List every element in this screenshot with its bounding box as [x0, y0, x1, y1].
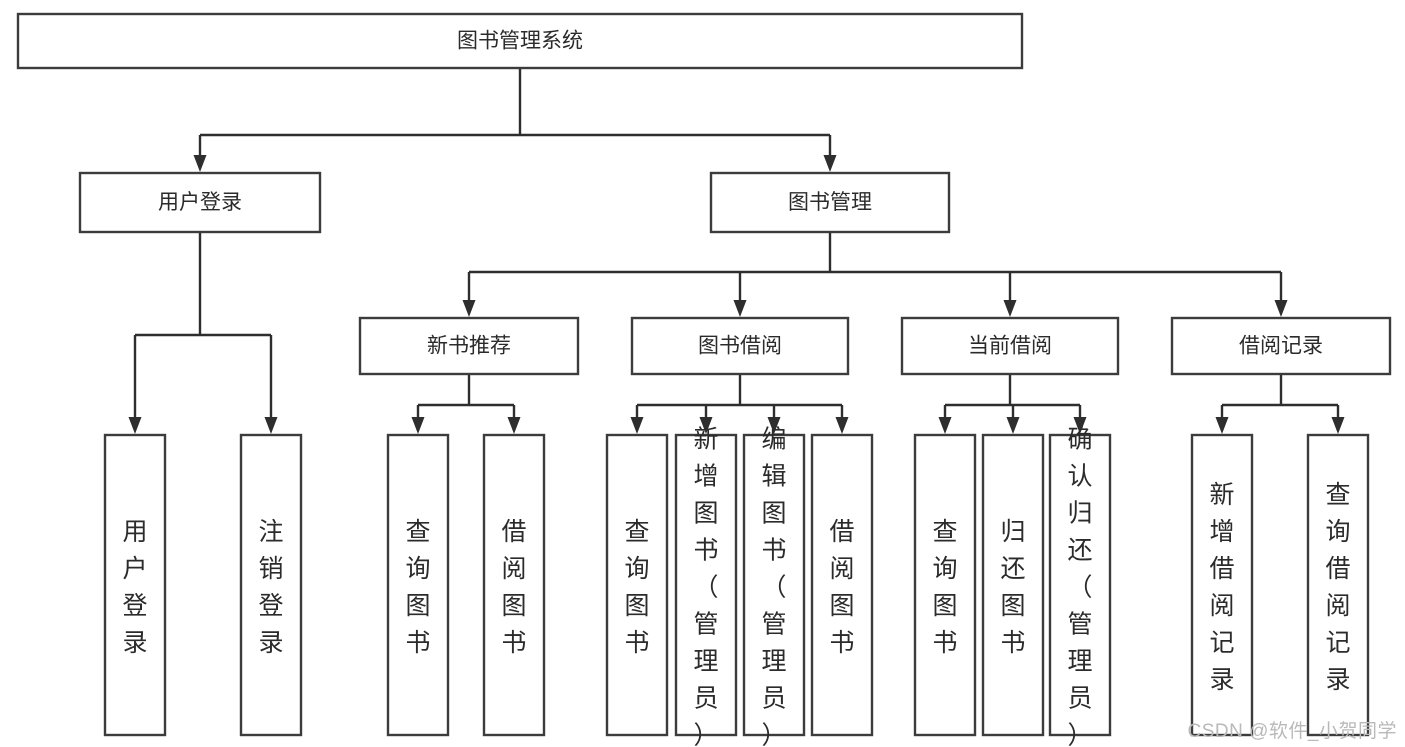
arrow-head-icon — [1073, 417, 1087, 434]
node-label-leaf-edit-book: 编辑图书（管理员） — [761, 425, 786, 747]
node-borrow-record[interactable]: 借阅记录 — [1170, 316, 1392, 376]
node-leaf-add-book[interactable]: 新增图书（管理员） — [674, 425, 738, 747]
node-box-book-borrow[interactable] — [630, 316, 850, 376]
node-current-borrow[interactable]: 当前借阅 — [900, 316, 1120, 376]
node-leaf-return-book[interactable]: 归还图书 — [981, 433, 1045, 737]
node-leaf-borrow-book[interactable]: 借阅图书 — [810, 433, 874, 737]
node-box-borrow-record[interactable] — [1170, 316, 1392, 376]
arrow-head-icon — [835, 417, 849, 434]
node-box-leaf-query-book-current[interactable] — [913, 433, 977, 737]
node-user-login[interactable]: 用户登录 — [78, 171, 322, 234]
arrow-head-icon — [630, 417, 644, 434]
node-leaf-query-book-recommend[interactable]: 查询图书 — [386, 433, 450, 737]
node-leaf-borrow-book-recommend[interactable]: 借阅图书 — [482, 433, 546, 737]
node-label-leaf-borrow-book-recommend: 借阅图书 — [501, 518, 526, 657]
arrow-head-icon — [264, 417, 278, 434]
node-box-current-borrow[interactable] — [900, 316, 1120, 376]
node-box-leaf-confirm-return[interactable] — [1048, 433, 1112, 737]
node-label-leaf-user-login: 用户登录 — [122, 518, 147, 657]
arrow-head-icon — [1006, 417, 1020, 434]
node-leaf-user-login[interactable]: 用户登录 — [103, 433, 167, 737]
connector-group-root — [193, 68, 837, 172]
connector-group-user-login — [128, 232, 278, 434]
node-label-leaf-confirm-return: 确认归还（管理员） — [1067, 425, 1092, 747]
node-label-leaf-add-book: 新增图书（管理员） — [693, 425, 718, 747]
node-label-leaf-query-book-borrow: 查询图书 — [624, 518, 649, 657]
node-box-leaf-borrow-book[interactable] — [810, 433, 874, 737]
node-label-leaf-return-book: 归还图书 — [1000, 518, 1025, 657]
node-label-book-borrow: 图书借阅 — [698, 335, 782, 358]
arrow-head-icon — [462, 300, 476, 317]
node-box-user-login[interactable] — [78, 171, 322, 234]
node-label-current-borrow: 当前借阅 — [968, 335, 1052, 358]
arrow-head-icon — [938, 417, 952, 434]
node-box-leaf-query-book-borrow[interactable] — [605, 433, 669, 737]
node-label-root: 图书管理系统 — [457, 30, 583, 53]
connector-group-new-book-recommend — [411, 374, 521, 434]
node-label-leaf-borrow-book: 借阅图书 — [829, 518, 854, 657]
node-box-leaf-add-book[interactable] — [674, 433, 738, 737]
arrow-head-icon — [193, 155, 207, 172]
node-box-leaf-query-borrow-record[interactable] — [1306, 433, 1370, 737]
node-label-leaf-add-borrow-record: 新增借阅记录 — [1209, 481, 1234, 694]
connector-group-book-borrow — [630, 374, 849, 434]
connector-group-current-borrow — [938, 374, 1087, 434]
node-label-book-manage: 图书管理 — [788, 191, 872, 214]
arrow-head-icon — [823, 155, 837, 172]
node-label-borrow-record: 借阅记录 — [1239, 335, 1323, 358]
arrow-head-icon — [1331, 417, 1345, 434]
node-label-new-book-recommend: 新书推荐 — [427, 335, 511, 358]
arrow-head-icon — [1003, 300, 1017, 317]
node-box-leaf-return-book[interactable] — [981, 433, 1045, 737]
connector-layer — [128, 68, 1345, 434]
arrow-head-icon — [1215, 417, 1229, 434]
node-leaf-add-borrow-record[interactable]: 新增借阅记录 — [1190, 433, 1254, 737]
node-label-leaf-query-borrow-record: 查询借阅记录 — [1325, 481, 1350, 694]
node-leaf-confirm-return[interactable]: 确认归还（管理员） — [1048, 425, 1112, 747]
node-new-book-recommend[interactable]: 新书推荐 — [358, 316, 580, 376]
node-leaf-query-book-borrow[interactable]: 查询图书 — [605, 433, 669, 737]
node-layer: 图书管理系统用户登录图书管理新书推荐图书借阅当前借阅借阅记录用户登录注销登录查询… — [16, 12, 1392, 747]
node-root[interactable]: 图书管理系统 — [16, 12, 1024, 70]
node-box-root[interactable] — [16, 12, 1024, 70]
node-box-leaf-query-book-recommend[interactable] — [386, 433, 450, 737]
node-leaf-query-borrow-record[interactable]: 查询借阅记录 — [1306, 433, 1370, 737]
arrow-head-icon — [767, 417, 781, 434]
node-box-leaf-add-borrow-record[interactable] — [1190, 433, 1254, 737]
node-box-leaf-borrow-book-recommend[interactable] — [482, 433, 546, 737]
arrow-head-icon — [507, 417, 521, 434]
connector-group-borrow-record — [1215, 374, 1345, 434]
node-book-manage[interactable]: 图书管理 — [709, 171, 951, 234]
node-box-leaf-logout[interactable] — [239, 433, 303, 737]
node-leaf-logout[interactable]: 注销登录 — [239, 433, 303, 737]
node-label-leaf-query-book-current: 查询图书 — [932, 518, 957, 657]
arrow-head-icon — [699, 417, 713, 434]
node-box-book-manage[interactable] — [709, 171, 951, 234]
arrow-head-icon — [411, 417, 425, 434]
node-box-new-book-recommend[interactable] — [358, 316, 580, 376]
node-box-leaf-user-login[interactable] — [103, 433, 167, 737]
arrow-head-icon — [128, 417, 142, 434]
arrow-head-icon — [1274, 300, 1288, 317]
node-label-user-login: 用户登录 — [158, 191, 242, 214]
node-book-borrow[interactable]: 图书借阅 — [630, 316, 850, 376]
node-label-leaf-query-book-recommend: 查询图书 — [405, 518, 430, 657]
node-label-leaf-logout: 注销登录 — [258, 518, 283, 657]
arrow-head-icon — [733, 300, 747, 317]
node-leaf-edit-book[interactable]: 编辑图书（管理员） — [742, 425, 806, 747]
watermark-label: CSDN @软件_小贺同学 — [1187, 721, 1397, 742]
connector-group-book-manage — [462, 232, 1288, 317]
node-leaf-query-book-current[interactable]: 查询图书 — [913, 433, 977, 737]
node-box-leaf-edit-book[interactable] — [742, 433, 806, 737]
